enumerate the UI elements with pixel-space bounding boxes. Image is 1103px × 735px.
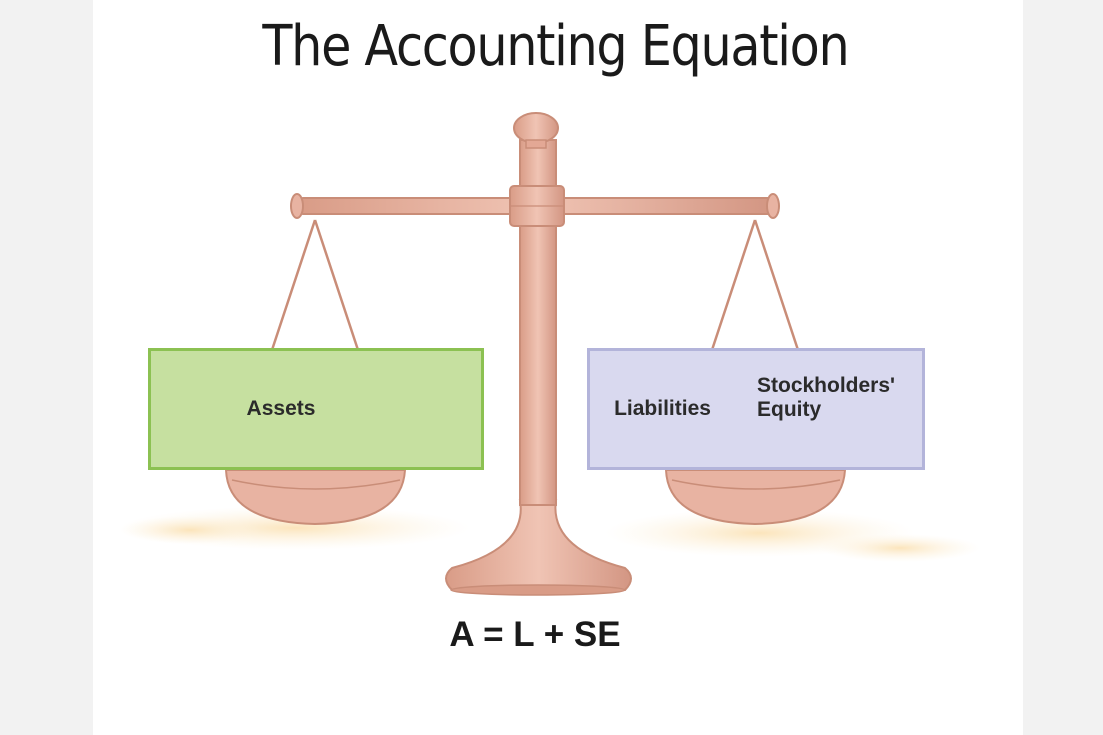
liabilities-label: Liabilities <box>614 397 711 420</box>
assets-label: Assets <box>246 397 316 420</box>
scale-base <box>445 499 632 591</box>
assets-box: Assets <box>148 348 484 470</box>
stockholders-equity-box: Stockholders' Equity <box>735 348 925 470</box>
floor-shadow <box>120 506 980 562</box>
stockholders-equity-label: Stockholders' Equity <box>757 373 896 421</box>
right-pan <box>664 469 847 526</box>
diagram-title: The Accounting Equation <box>262 14 849 79</box>
equation-text: A = L + SE <box>449 615 621 654</box>
scale-knob <box>513 112 559 144</box>
liabilities-box: Liabilities <box>587 348 737 470</box>
pan-strings <box>270 219 800 351</box>
left-pan <box>224 469 407 526</box>
